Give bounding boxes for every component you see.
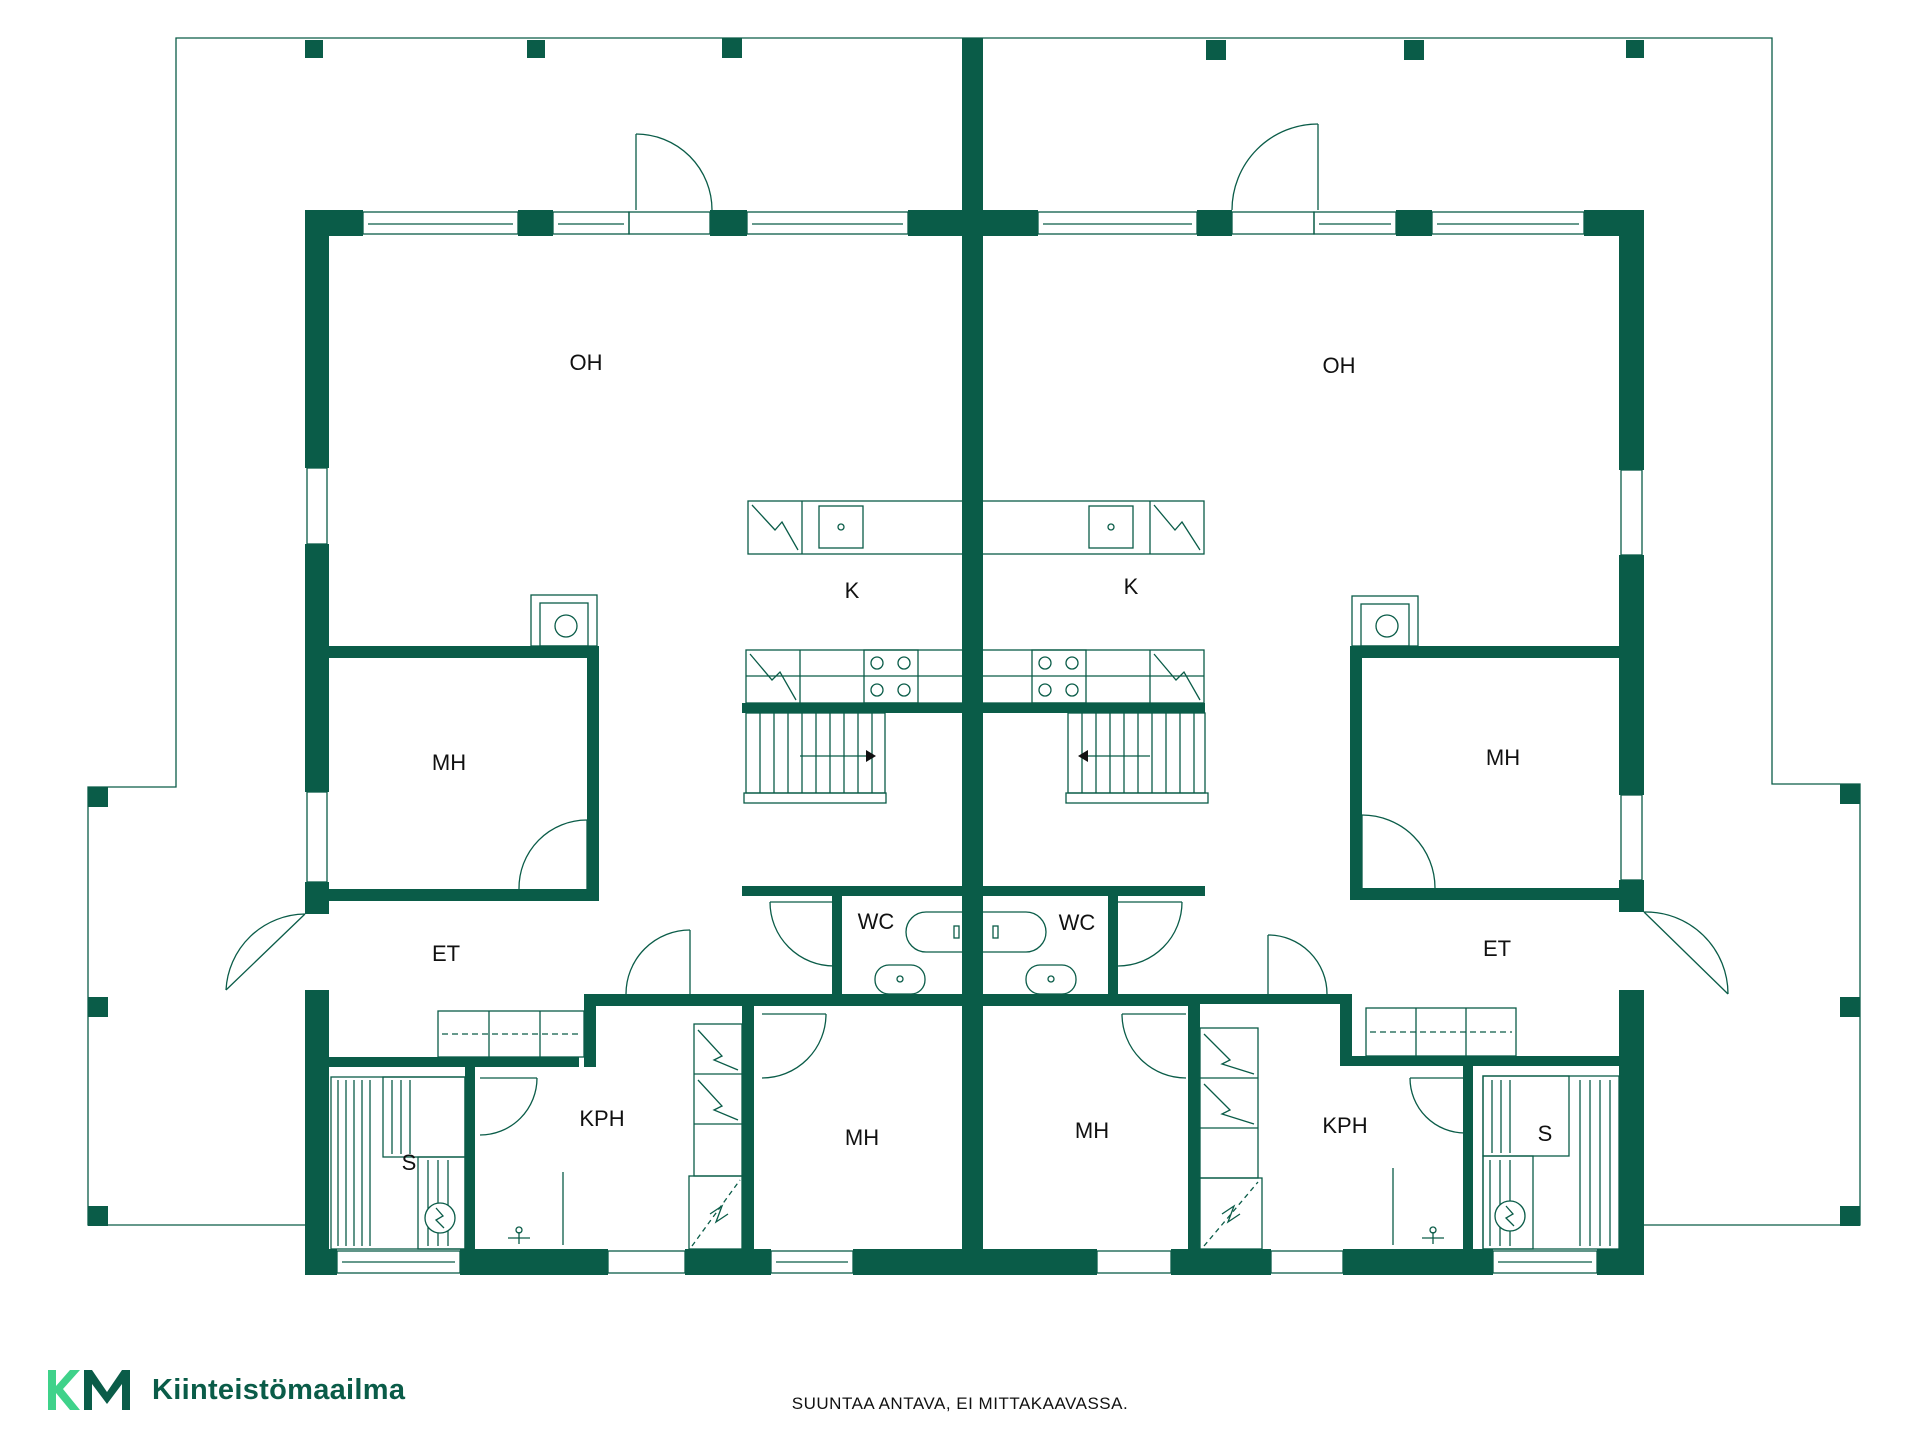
fireplaces [530, 594, 1419, 647]
terrace-posts [88, 38, 1860, 1226]
disclaimer-text: SUUNTAA ANTAVA, EI MITTAKAAVASSA. [791, 1394, 1129, 1413]
km-logo-icon: KM [48, 1370, 130, 1410]
room-labels: OH OH K K MH MH WC WC ET ET KPH KPH S S … [402, 350, 1553, 1175]
room-label-k-right: K [1124, 574, 1139, 599]
room-label-k-left: K [845, 578, 860, 603]
wc-fixtures [874, 911, 1077, 995]
room-label-s-left: S [402, 1150, 417, 1175]
room-label-kph-right: KPH [1322, 1113, 1367, 1138]
room-label-wc-left: WC [858, 909, 895, 934]
party-wall [962, 38, 983, 1275]
kitchen-fixtures [745, 500, 1205, 704]
room-label-mh-left-upper: MH [432, 750, 466, 775]
room-label-kph-left: KPH [579, 1106, 624, 1131]
room-label-s-right: S [1538, 1121, 1553, 1146]
room-label-et-left: ET [432, 941, 460, 966]
bathroom-fixtures [508, 1023, 1444, 1250]
room-label-et-right: ET [1483, 936, 1511, 961]
stairs [743, 712, 1209, 804]
room-label-wc-right: WC [1059, 910, 1096, 935]
room-label-mh-left-lower: MH [845, 1125, 879, 1150]
windows [306, 211, 1643, 1274]
sauna-benches [330, 1075, 1620, 1250]
room-label-oh-left: OH [570, 350, 603, 375]
entry-cabinets [437, 1007, 1517, 1058]
brand-name: Kiinteistömaailma [152, 1373, 406, 1406]
exterior-walls [305, 210, 1644, 1275]
room-label-mh-right-upper: MH [1486, 745, 1520, 770]
doors [225, 123, 1729, 1136]
brand-logo: KM Kiinteistömaailma [46, 1366, 405, 1414]
interior-walls [329, 646, 1619, 1249]
room-label-mh-right-lower: MH [1075, 1118, 1109, 1143]
room-label-oh-right: OH [1323, 353, 1356, 378]
